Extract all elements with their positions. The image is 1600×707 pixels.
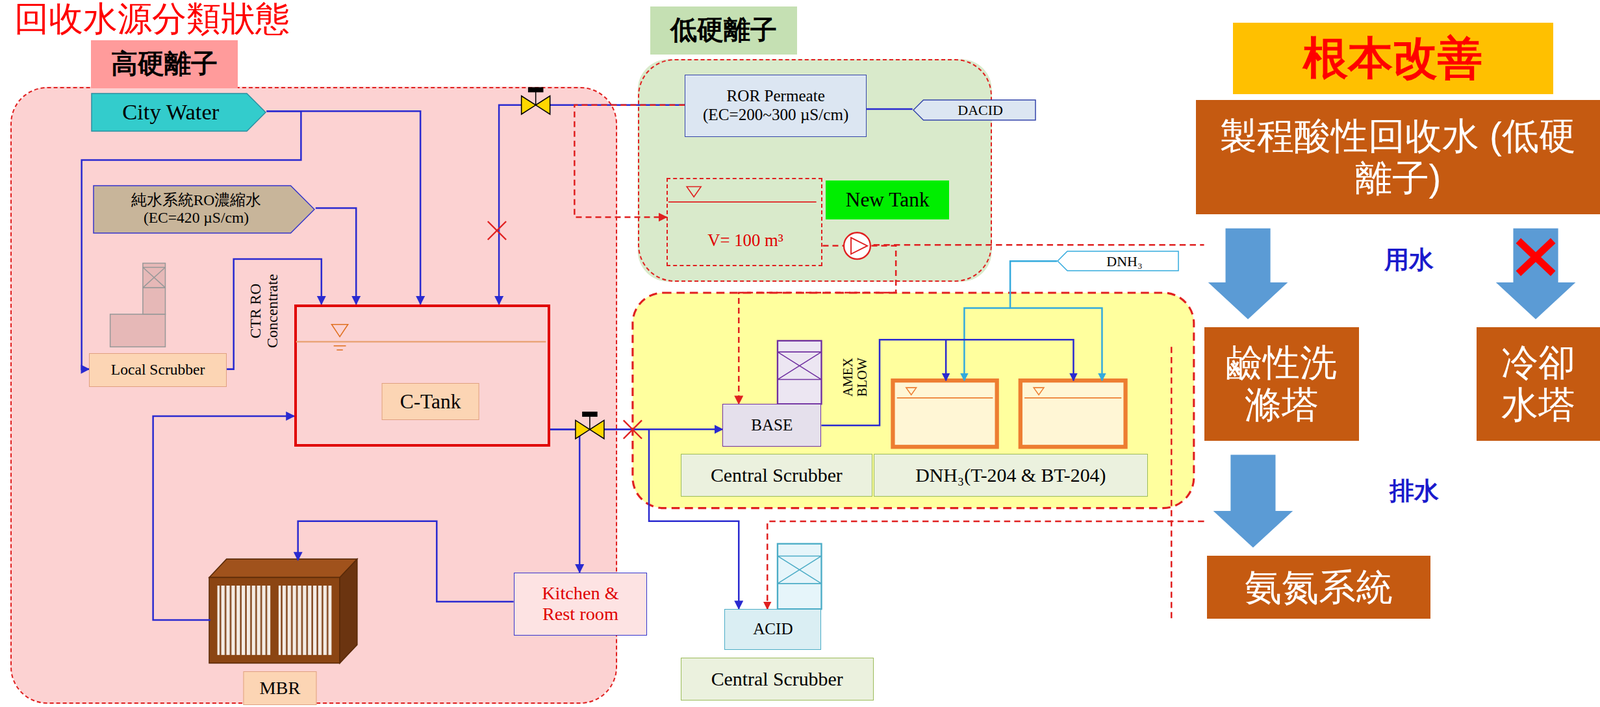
flow-line <box>81 111 302 369</box>
tank <box>1020 380 1126 447</box>
tag-shape <box>93 185 315 234</box>
node-text: 製程酸性回收水 (低硬離子) <box>1204 114 1593 200</box>
node-text: New Tank <box>845 188 930 212</box>
node-text: Local Scrubber <box>111 361 206 379</box>
mbr-module <box>209 559 358 664</box>
node-text: 冷卻水塔 <box>1499 341 1578 427</box>
node-text: DACID <box>957 101 1004 119</box>
equipment-label: DNH₃(T-204 & BT-204) <box>873 454 1149 497</box>
flow-line <box>498 105 685 305</box>
valve-symbol <box>521 87 551 115</box>
cut-mark <box>1518 241 1553 274</box>
source-box: ROR Permeate (EC=200~300 µS/cm) <box>684 74 867 138</box>
node-text: DNH₃ <box>1106 253 1143 270</box>
flow-line <box>738 246 896 405</box>
node-text: DNH₃(T-204 & BT-204) <box>915 464 1106 487</box>
line-label: AMEX BLOW <box>840 354 870 400</box>
cut-mark <box>487 221 507 240</box>
source-tag: DACID <box>912 99 1037 121</box>
dosing-line <box>821 261 1102 426</box>
summary-box: 製程酸性回收水 (低硬離子) <box>1195 100 1600 215</box>
valve-symbol <box>575 412 605 440</box>
region: 低硬離子ROR Permeate (EC=200~300 µS/cm)DACID… <box>637 59 992 282</box>
pump-symbol <box>843 232 871 260</box>
flow-line <box>550 429 580 573</box>
new-tank: V= 100 m³ <box>666 177 823 267</box>
tank-box: C-Tank <box>294 304 551 448</box>
edge-label: 用水 <box>1384 246 1434 274</box>
node-text: BASE <box>750 416 793 436</box>
mbr-unit: MBR <box>210 560 359 706</box>
node-text: 根本改善 <box>1303 32 1483 84</box>
tag-shape <box>913 100 1036 121</box>
scrubber-zone <box>632 292 1194 509</box>
node-text: 氨氮系統 <box>1244 566 1393 609</box>
node-text: C-Tank <box>381 383 480 421</box>
tank <box>892 380 997 447</box>
process-box: Kitchen & Rest room <box>513 572 648 636</box>
scrubber-box: BASE <box>722 404 822 447</box>
node-text: MBR <box>242 671 317 706</box>
source-tag: City Water <box>90 92 267 132</box>
source-tag: 純水系統RO濃縮水 (EC=420 µS/cm) <box>92 185 316 234</box>
equipment-label: Central Scrubber <box>680 658 874 701</box>
flow-line <box>866 108 913 111</box>
flow-line <box>298 521 514 603</box>
block-arrow <box>1208 228 1289 320</box>
edge-label: 排水 <box>1389 478 1439 505</box>
node-text: Central Scrubber <box>711 668 844 691</box>
region-heading: 低硬離子 <box>650 6 798 55</box>
equipment-label: Local Scrubber <box>88 353 227 388</box>
summary-box: 氨氮系統 <box>1206 556 1431 620</box>
scrubber-icon <box>110 263 166 347</box>
node-text: 鹼性洗滌塔 <box>1224 341 1339 427</box>
source-tag: DNH₃ <box>1056 250 1180 272</box>
low-hardness-ground <box>637 59 992 282</box>
heading-box: 根本改善 <box>1232 22 1554 95</box>
summary-box: 冷卻水塔 <box>1476 327 1600 441</box>
water-level <box>296 187 1122 399</box>
node-text: City Water <box>122 99 219 126</box>
flow-line <box>574 105 685 218</box>
region: 高硬離子City Water純水系統RO濃縮水 (EC=420 µS/cm)Lo… <box>10 87 618 705</box>
planned-line <box>767 244 1204 623</box>
summary-box: 鹼性洗滌塔 <box>1204 327 1360 441</box>
equipment-label: Central Scrubber <box>680 454 873 497</box>
node-text: Kitchen & Rest room <box>534 583 627 626</box>
tank-label: New Tank <box>825 180 950 220</box>
tag-shape <box>1057 251 1179 271</box>
scrubber-box: ACID <box>724 609 822 651</box>
node-text: 純水系統RO濃縮水 (EC=420 µS/cm) <box>115 191 277 227</box>
region-heading: 高硬離子 <box>90 40 238 89</box>
cut-mark <box>623 420 642 439</box>
flow-line <box>153 416 295 621</box>
node-text: V= 100 m³ <box>699 227 792 254</box>
edge-label: CTR RO Concentrate <box>247 265 282 357</box>
block-arrow <box>1496 228 1576 320</box>
scrubber-icon <box>777 341 822 405</box>
node-text: ACID <box>752 620 793 640</box>
scrubber-icon <box>777 544 822 610</box>
block-arrow <box>1213 455 1294 549</box>
node-text: ROR Permeate (EC=200~300 µS/cm) <box>698 87 854 125</box>
tag-shape <box>91 93 266 132</box>
node-text: Central Scrubber <box>710 464 843 487</box>
page-title: 回收水源分類狀態 <box>14 1 290 36</box>
